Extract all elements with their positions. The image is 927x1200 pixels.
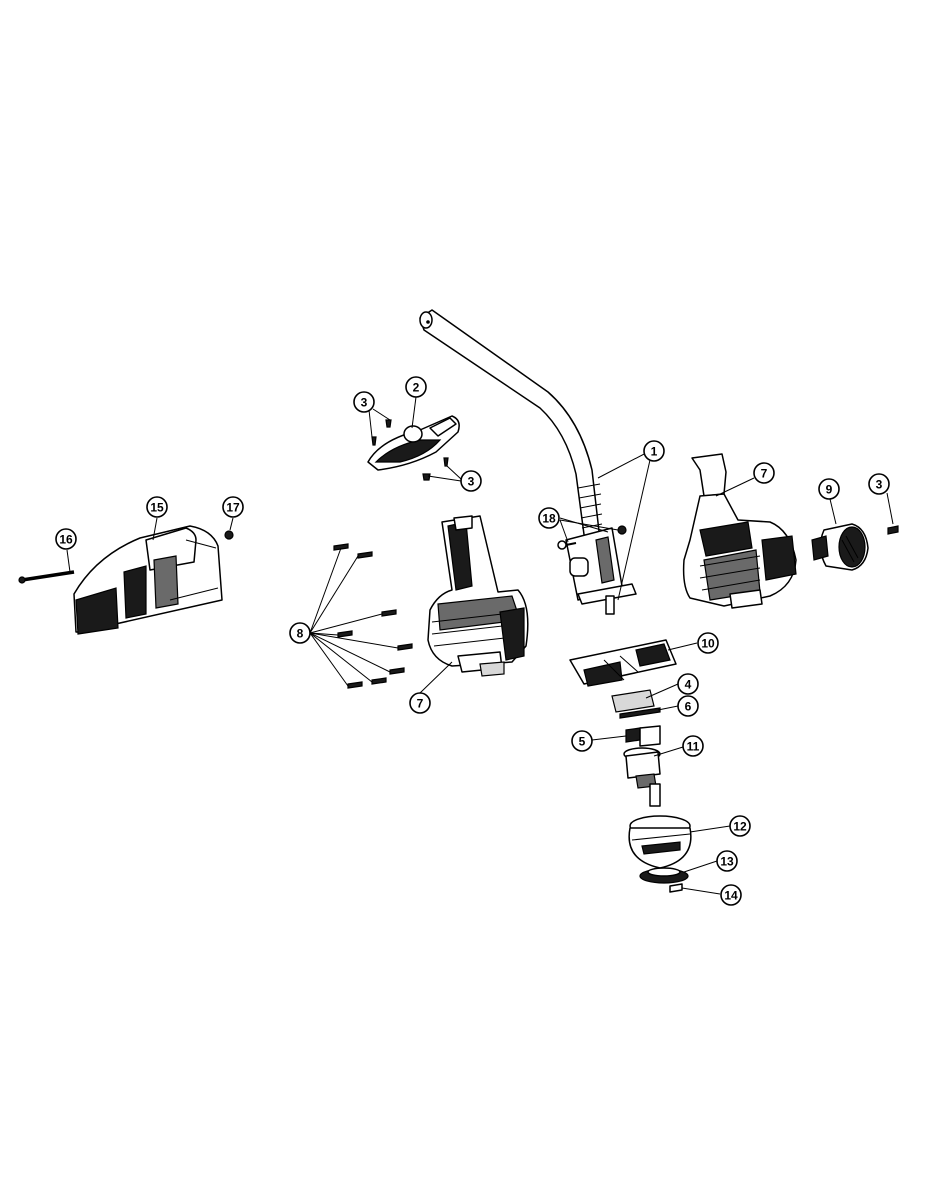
callout-7: 7 — [409, 692, 431, 714]
callout-label: 3 — [361, 396, 368, 410]
callout-label: 4 — [685, 678, 692, 692]
callout-label: 15 — [150, 501, 164, 515]
leader-lines — [66, 396, 894, 895]
callout-label: 5 — [579, 735, 586, 749]
callout-4: 4 — [677, 673, 699, 695]
callout-label: 6 — [685, 700, 692, 714]
callout-6: 6 — [677, 695, 699, 717]
callout-10: 10 — [697, 632, 719, 654]
callout-label: 13 — [720, 855, 734, 869]
callout-15: 15 — [146, 496, 168, 518]
callout-7: 7 — [753, 462, 775, 484]
callout-3: 3 — [460, 470, 482, 492]
knob-cap-part — [811, 523, 869, 571]
callout-label: 12 — [733, 820, 747, 834]
screws-part — [333, 543, 413, 689]
spool-housing-part — [628, 815, 692, 869]
callout-3: 3 — [868, 473, 890, 495]
callout-label: 9 — [826, 483, 833, 497]
callout-1: 1 — [643, 440, 665, 462]
callout-label: 11 — [687, 740, 700, 754]
callout-5: 5 — [571, 730, 593, 752]
callout-16: 16 — [55, 528, 77, 550]
nut-part — [224, 530, 234, 540]
callout-label: 16 — [59, 533, 73, 547]
callout-label: 7 — [761, 467, 768, 481]
callout-13: 13 — [716, 850, 738, 872]
callout-label: 14 — [724, 889, 738, 903]
spool-cap-part — [639, 867, 689, 884]
callout-17: 17 — [222, 496, 244, 518]
callout-label: 7 — [417, 697, 424, 711]
callout-9: 9 — [818, 478, 840, 500]
callout-label: 3 — [468, 475, 475, 489]
auxiliary-handle-part — [367, 415, 460, 481]
callout-12: 12 — [729, 815, 751, 837]
coupling-part — [625, 725, 661, 747]
shaft-tube-part — [419, 309, 637, 615]
callout-14: 14 — [720, 884, 742, 906]
callout-label: 1 — [651, 445, 658, 459]
callout-label: 18 — [542, 512, 556, 526]
callout-label: 17 — [226, 501, 240, 515]
washer-part — [619, 707, 661, 719]
spindle-part — [623, 747, 661, 807]
motor-housing-left-part — [427, 515, 529, 677]
callout-11: 11 — [682, 735, 704, 757]
callout-18: 18 — [538, 507, 560, 529]
callout-3: 3 — [353, 391, 375, 413]
motor-housing-right-part — [682, 453, 797, 609]
callout-label: 8 — [297, 627, 304, 641]
callout-8: 8 — [289, 622, 311, 644]
callout-label: 2 — [413, 381, 420, 395]
callout-label: 10 — [701, 637, 715, 651]
screw-right-part — [887, 525, 899, 535]
small-screw-part — [669, 883, 683, 893]
pin-part — [18, 570, 75, 584]
callout-2: 2 — [405, 376, 427, 398]
guard-shield-part — [73, 525, 223, 635]
spacer-part — [611, 689, 655, 713]
callout-label: 3 — [876, 478, 883, 492]
line-guard-part — [569, 639, 677, 687]
